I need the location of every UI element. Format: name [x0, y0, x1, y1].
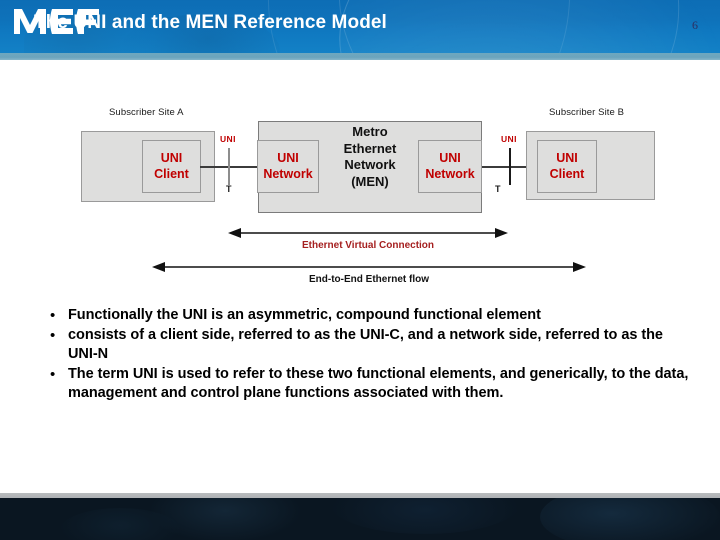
end-to-end-ethernet-flow-caption: End-to-End Ethernet flow [309, 274, 429, 285]
e2e-arrow-glyph [152, 262, 586, 272]
left-t-reference-tag: T [226, 184, 232, 194]
men-title-line4: (MEN) [351, 173, 389, 189]
slide-header-banner [0, 0, 720, 53]
bullet-text: consists of a client side, referred to a… [68, 327, 663, 362]
uni-network-right-line1: UNI [439, 151, 461, 166]
bullet-marker: • [50, 327, 56, 344]
bullet-text: Functionally the UNI is an asymmetric, c… [68, 307, 541, 323]
men-title-line2: Ethernet [343, 140, 397, 156]
uni-client-left-box: UNI Client [142, 140, 201, 193]
right-uni-tag: UNI [501, 134, 517, 144]
footer-globe-decoration-4 [540, 498, 720, 540]
list-item: • Functionally the UNI is an asymmetric,… [40, 306, 690, 325]
uni-network-left-line2: Network [263, 166, 313, 181]
uni-network-right-box: UNI Network [418, 140, 482, 193]
bullet-marker: • [50, 307, 56, 324]
uni-client-right-box: UNI Client [537, 140, 597, 193]
list-item: • consists of a client side, referred to… [40, 326, 690, 364]
slide-footer-band [0, 498, 720, 540]
slide-title: The UNI and the MEN Reference Model [34, 12, 387, 33]
uni-client-left-line2: Client [154, 166, 189, 181]
bullet-text: The term UNI is used to refer to these t… [68, 366, 689, 401]
slide-body-bullet-list: • Functionally the UNI is an asymmetric,… [40, 306, 690, 404]
page-number: 6 [692, 18, 698, 32]
ethernet-virtual-connection-caption: Ethernet Virtual Connection [301, 240, 435, 251]
uni-client-left-line1: UNI [160, 151, 183, 166]
bullet-marker: • [50, 366, 56, 383]
uni-network-left-box: UNI Network [257, 140, 319, 193]
uni-network-right-line2: Network [425, 166, 475, 181]
men-box-title: Metro Ethernet Network (MEN) [318, 124, 422, 191]
footer-divider-rule [0, 493, 720, 498]
uni-client-right-line1: UNI [556, 151, 578, 166]
header-divider-rule [0, 53, 720, 60]
men-title-line3: Network [344, 157, 396, 173]
left-uni-reference-point-tick [228, 148, 230, 185]
uni-network-left-line1: UNI [277, 151, 299, 166]
ethernet-virtual-connection-arrow [228, 226, 508, 240]
mef-logo-icon [14, 9, 99, 34]
uni-client-right-line2: Client [549, 166, 585, 181]
subscriber-site-b-label: Subscriber Site B [549, 107, 625, 118]
right-uni-reference-point-tick [509, 148, 511, 185]
uni-men-reference-diagram: Subscriber Site A Subscriber Site B UNI … [0, 60, 720, 295]
footer-globe-decoration-3 [330, 498, 520, 534]
subscriber-site-a-label: Subscriber Site A [109, 107, 184, 118]
left-uni-tag: UNI [220, 134, 236, 144]
evc-arrow-glyph [228, 228, 508, 238]
list-item: • The term UNI is used to refer to these… [40, 365, 690, 403]
men-title-line1: Metro [352, 124, 388, 139]
footer-globe-decoration-2 [150, 498, 300, 540]
end-to-end-ethernet-flow-arrow [152, 260, 586, 274]
right-t-reference-tag: T [495, 184, 501, 194]
